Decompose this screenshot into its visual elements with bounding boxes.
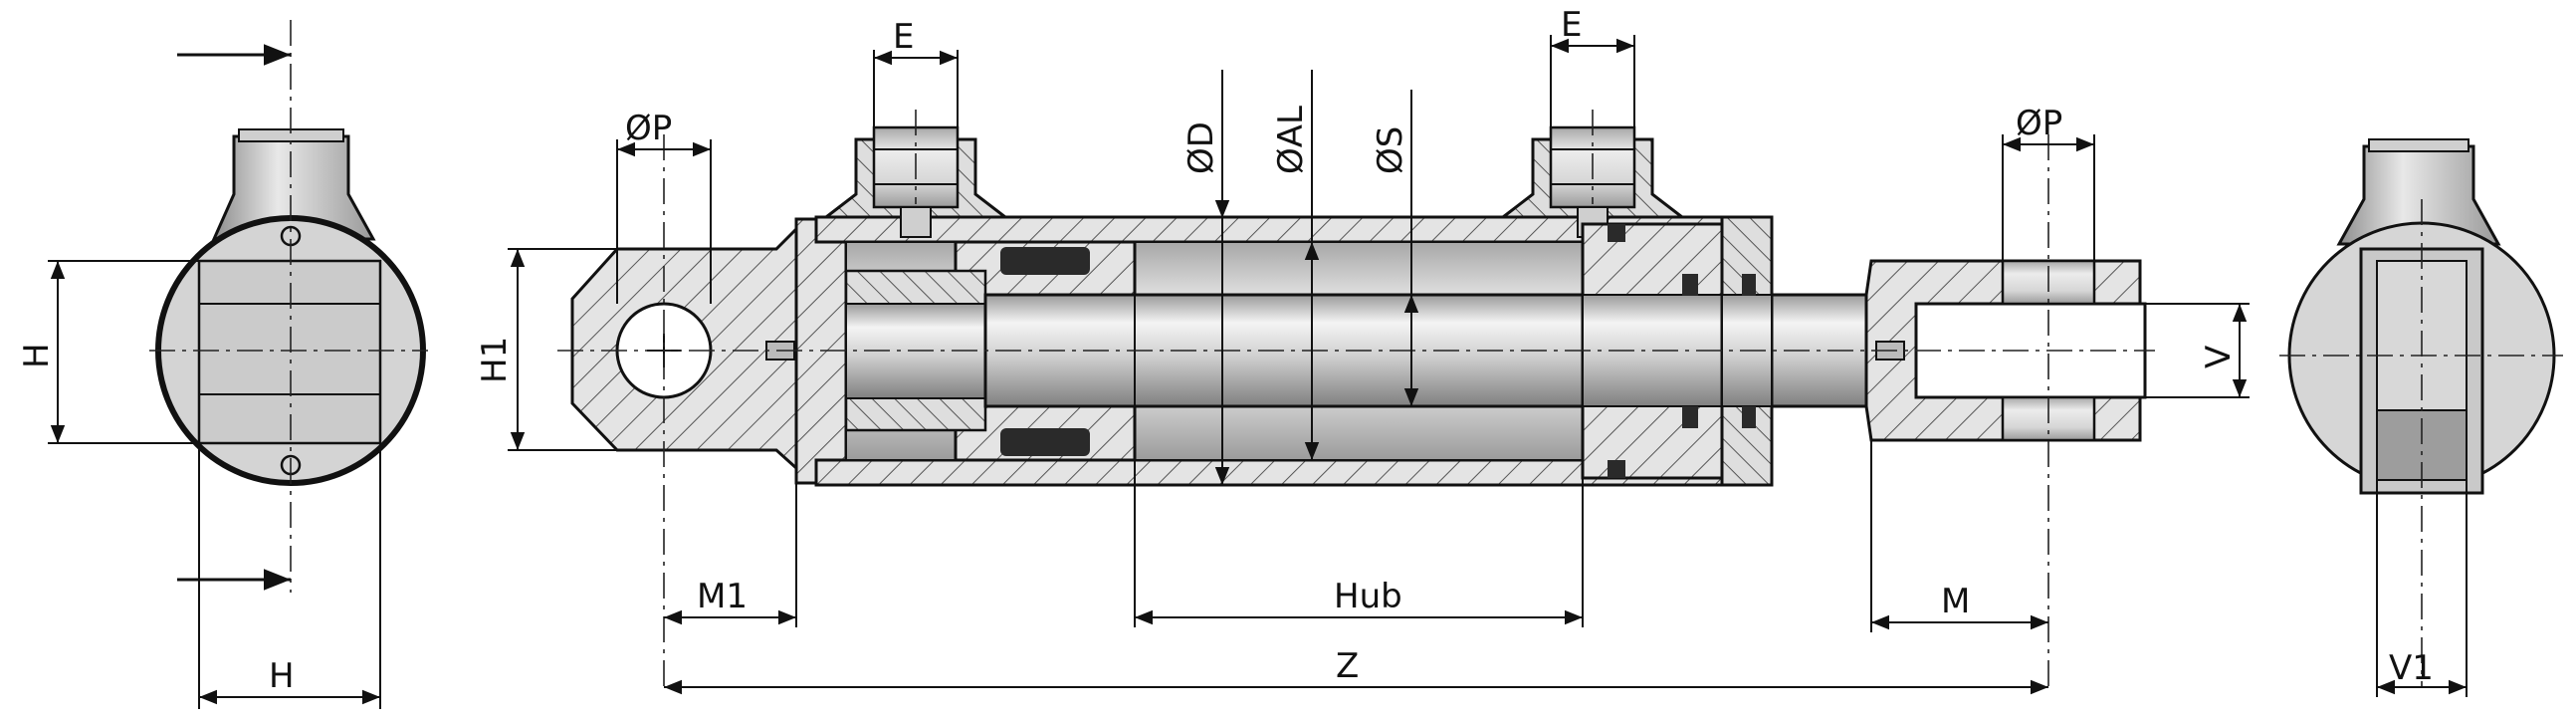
dim-label-m: M [1941,582,1970,621]
dim-label-h-left: H [17,343,57,368]
dim-label-h1: H1 [475,337,515,383]
left-port-boss [211,134,376,241]
dim-label-v: V [2199,346,2239,368]
dim-label-hub: Hub [1334,577,1402,616]
piston-seal-bottom [1000,428,1090,456]
piston-seal-top [1000,247,1090,275]
dim-label-z: Z [1336,646,1359,686]
dim-label-e-left: E [893,17,914,57]
dim-label-e-right: E [1561,5,1582,45]
dim-label-m1: M1 [697,577,748,616]
dim-label-od: ØD [1181,121,1221,174]
dim-label-op-left: ØP [625,109,672,148]
right-port-boss [2336,144,2501,246]
dim-label-oal: ØAL [1271,106,1311,174]
dim-label-h-bottom: H [269,656,295,696]
dim-label-os: ØS [1371,126,1410,174]
dim-label-v1: V1 [2389,648,2434,688]
dim-label-op-right: ØP [2016,104,2062,143]
right-end-view: V1 [2279,138,2563,697]
main-section-view: E E ØP ØP ØD ØAL ØS H1 [475,5,2250,695]
left-end-view: H H [17,20,428,709]
